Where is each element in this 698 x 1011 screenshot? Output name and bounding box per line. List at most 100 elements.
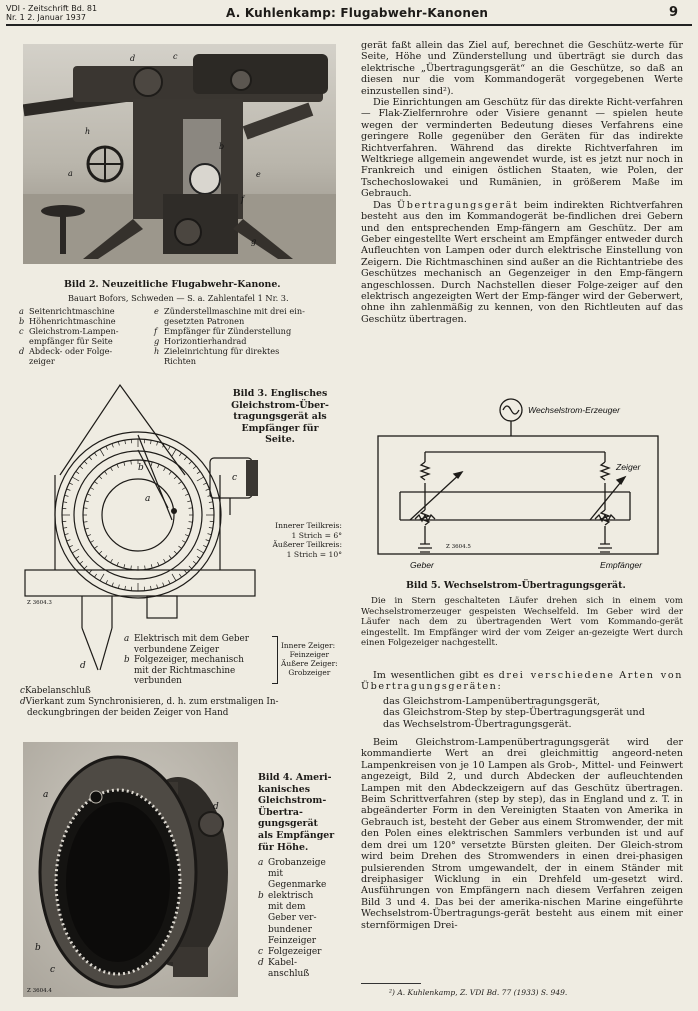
figure-5-description: Die in Stern geschalteten Läufer drehen … [361,596,683,649]
dial-tick [104,471,108,475]
dial-tick [181,540,186,543]
dial-tick [130,565,132,570]
legend-row: Gegenmarke [268,880,327,891]
dial-tick [196,556,201,559]
dial-tick [94,481,98,485]
dial-tick [72,548,80,554]
dial-tick [150,461,153,466]
dial-tick [98,475,103,480]
dial-tick [208,501,213,503]
footnote-rule [361,983,421,984]
journal-line-2: Nr. 1 2. Januar 1937 [6,13,86,22]
fig5-geber-label: Geber [410,560,435,570]
dial-tick [162,443,165,448]
body-text-top: gerät faßt allein das Ziel auf, berechne… [361,40,683,325]
fig5-stamp: Z 3604.5 [446,544,471,550]
legend-row: verbunden [134,676,182,687]
dial-tick [178,545,182,549]
dial-tick [192,561,197,565]
dial-tick [72,476,80,482]
dial-tick [90,487,95,490]
dial-tick [168,580,171,585]
dial-tick [63,501,68,503]
dial-tick [79,561,84,565]
dial-tick [79,465,84,469]
dial-tick [98,550,103,555]
body-text-bottom: Im wesentlichen gibt es drei verschieden… [361,670,683,931]
dial-tick [171,573,177,581]
ac-transmission-circuit: Wechselstrom-Erzeuger Zeiger Geber Empfä… [377,398,659,570]
dial-tick [156,441,159,446]
dial-tick [110,558,113,563]
dial-tick [144,460,146,465]
fig4-label-a: a [43,790,48,800]
fig3-label-a: a [145,494,150,504]
legend-row: Richten [164,356,197,366]
figure-4-photo: a b c d Z 3604.4 [23,742,238,997]
dial-tick [168,445,171,450]
dial-tick [75,556,80,559]
figure-5-caption: Bild 5. Wechselstrom-Übertragungsgerät. [406,580,626,591]
figure-2-caption: Bild 2. Neuzeitliche Flugabwehr-Kanone. [64,279,281,290]
dial-tick [117,584,120,589]
dial-tick [184,534,189,537]
fig3-label-b: b [138,463,144,473]
figure-3-drawing: a b c d Z 3604.3 [20,380,270,680]
paragraph: gerät faßt allein das Ziel auf, berechne… [361,40,683,97]
dial-tick [192,465,197,469]
dial-tick [123,564,126,569]
dial-tick [111,582,114,587]
dial-tick [150,585,152,590]
figure-3-scale: Innerer Teilkreis: 1 Strich = 6° Äußerer… [272,521,342,559]
dial-tick [83,507,88,509]
fig5-source-label: Wechselstrom-Erzeuger [528,405,621,415]
fig3-label-d: d [80,661,86,671]
dial-tick [123,461,126,466]
running-title: A. Kuhlenkamp: Flugabwehr-Kanonen [226,6,489,20]
fig4-label-c: c [50,965,55,975]
fig5-pointer-label: Zeiger [615,462,641,472]
fig2-label-g: g [251,237,256,246]
dial-tick [196,471,201,474]
fig4-label-d: d [213,802,219,812]
figure-5-diagram: Wechselstrom-Erzeuger Zeiger Geber Empfä… [370,392,660,572]
dial-tick [87,534,92,537]
dial-tick [105,580,108,585]
dial-tick [184,493,189,496]
legend-row: zeiger [29,356,55,366]
legend-row: bundener [268,924,312,935]
list-item: das Gleichstrom-Lampenübertragungsgerät, [383,695,600,707]
header-rule [6,24,692,26]
dial-tick [188,461,192,465]
legend-row: mit [268,869,284,880]
dial-tick [99,449,105,457]
dial-tick [156,584,159,589]
dial-tick [171,449,177,457]
dial-tick [66,539,71,542]
dial-tick [94,452,97,457]
dial-tick [83,521,88,523]
dial-tick [187,500,192,503]
dial-tick [111,443,114,448]
paragraph-intro: Im wesentlichen gibt es drei verschieden… [361,670,683,693]
dial-tick [88,456,92,461]
paragraph: Das Übertragungsgerät beim indirekten Ri… [361,199,683,325]
dial-tick [181,487,186,490]
dial-tick [84,527,89,530]
dial-tick [90,540,95,543]
fig3-stamp: Z 3604.3 [27,600,52,606]
dial-tick [168,555,172,559]
dial-tick [144,565,146,570]
dial-tick [179,573,182,578]
legend-row: mit dem [268,902,306,913]
legend-row: Feinzeiger [268,935,317,946]
dial-tick [88,569,92,574]
dial-tick [124,585,126,590]
paragraph: Beim Gleichstrom-Lampenübertragungsgerät… [361,737,683,931]
